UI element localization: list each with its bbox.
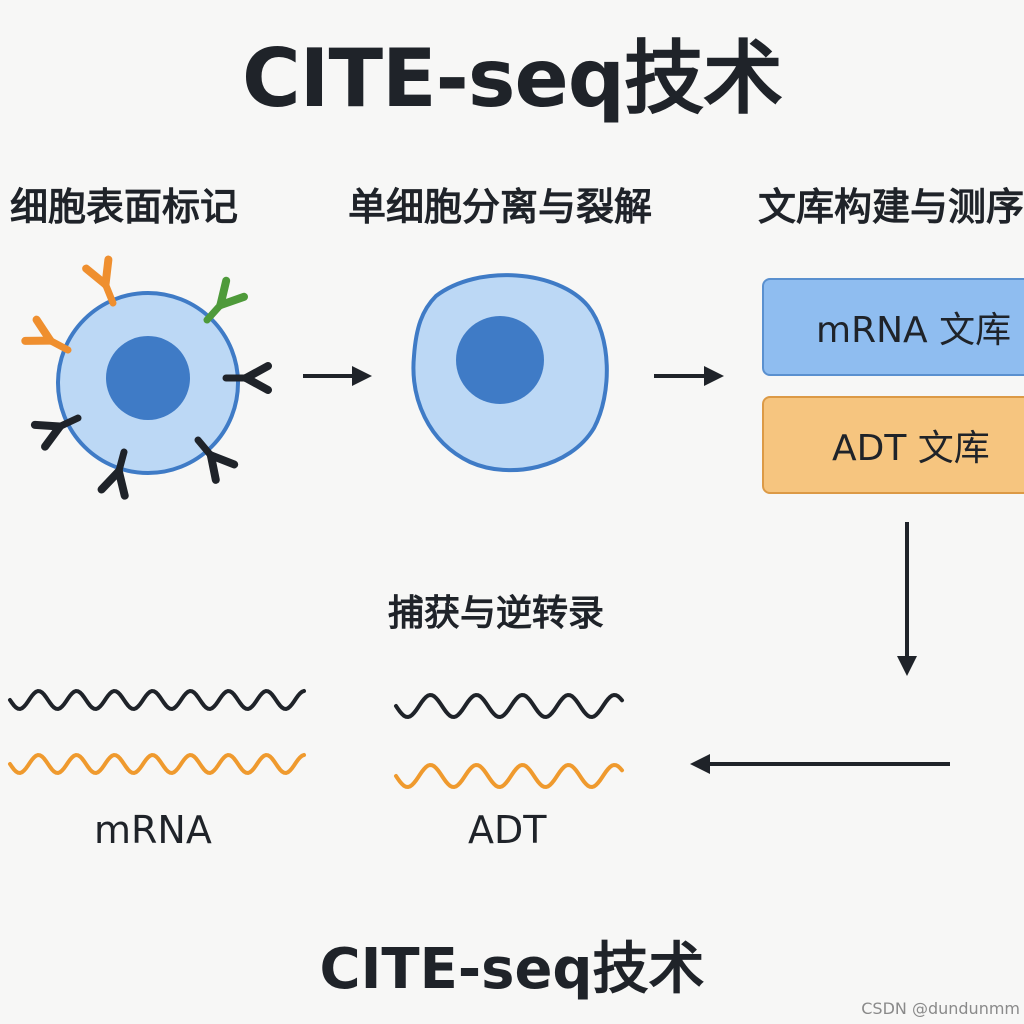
antibody-dark-right — [222, 362, 272, 394]
isolated-cell — [411, 273, 609, 473]
labeled-cell — [56, 291, 240, 475]
page-title: CITE-seq技术 — [241, 32, 783, 125]
adt-molecule-label: ADT — [468, 808, 547, 852]
step-label-labeling: 细胞表面标记 — [10, 185, 239, 229]
cell-nucleus — [106, 336, 190, 420]
step-label-isolation: 单细胞分离与裂解 — [348, 185, 653, 229]
watermark: CSDN @dundunmm — [861, 999, 1020, 1018]
antibody-green — [203, 276, 249, 324]
adt-library-box: ADT 文库 — [762, 396, 1024, 494]
wave-adt-dark — [394, 692, 624, 720]
antibody-dark-left — [30, 414, 82, 451]
step-label-library: 文库构建与测序 — [758, 185, 1024, 229]
step-label-capture: 捕获与逆转录 — [388, 593, 605, 634]
wave-adt-orange — [394, 762, 624, 790]
mrna-library-label: mRNA 文库 — [816, 310, 1012, 351]
antibody-orange-2 — [21, 315, 72, 354]
footer-title: CITE-seq技术 — [319, 937, 705, 1002]
antibody-dark-lower-right — [194, 436, 239, 484]
isolated-cell-nucleus — [456, 316, 544, 404]
antibody-orange-1 — [82, 255, 117, 307]
mrna-library-box: mRNA 文库 — [762, 278, 1024, 376]
wave-mrna-orange — [8, 752, 306, 776]
wave-mrna-dark — [8, 688, 306, 712]
adt-library-label: ADT 文库 — [832, 428, 990, 469]
antibody-dark-bottom — [97, 448, 129, 500]
mrna-molecule-label: mRNA — [94, 808, 212, 852]
